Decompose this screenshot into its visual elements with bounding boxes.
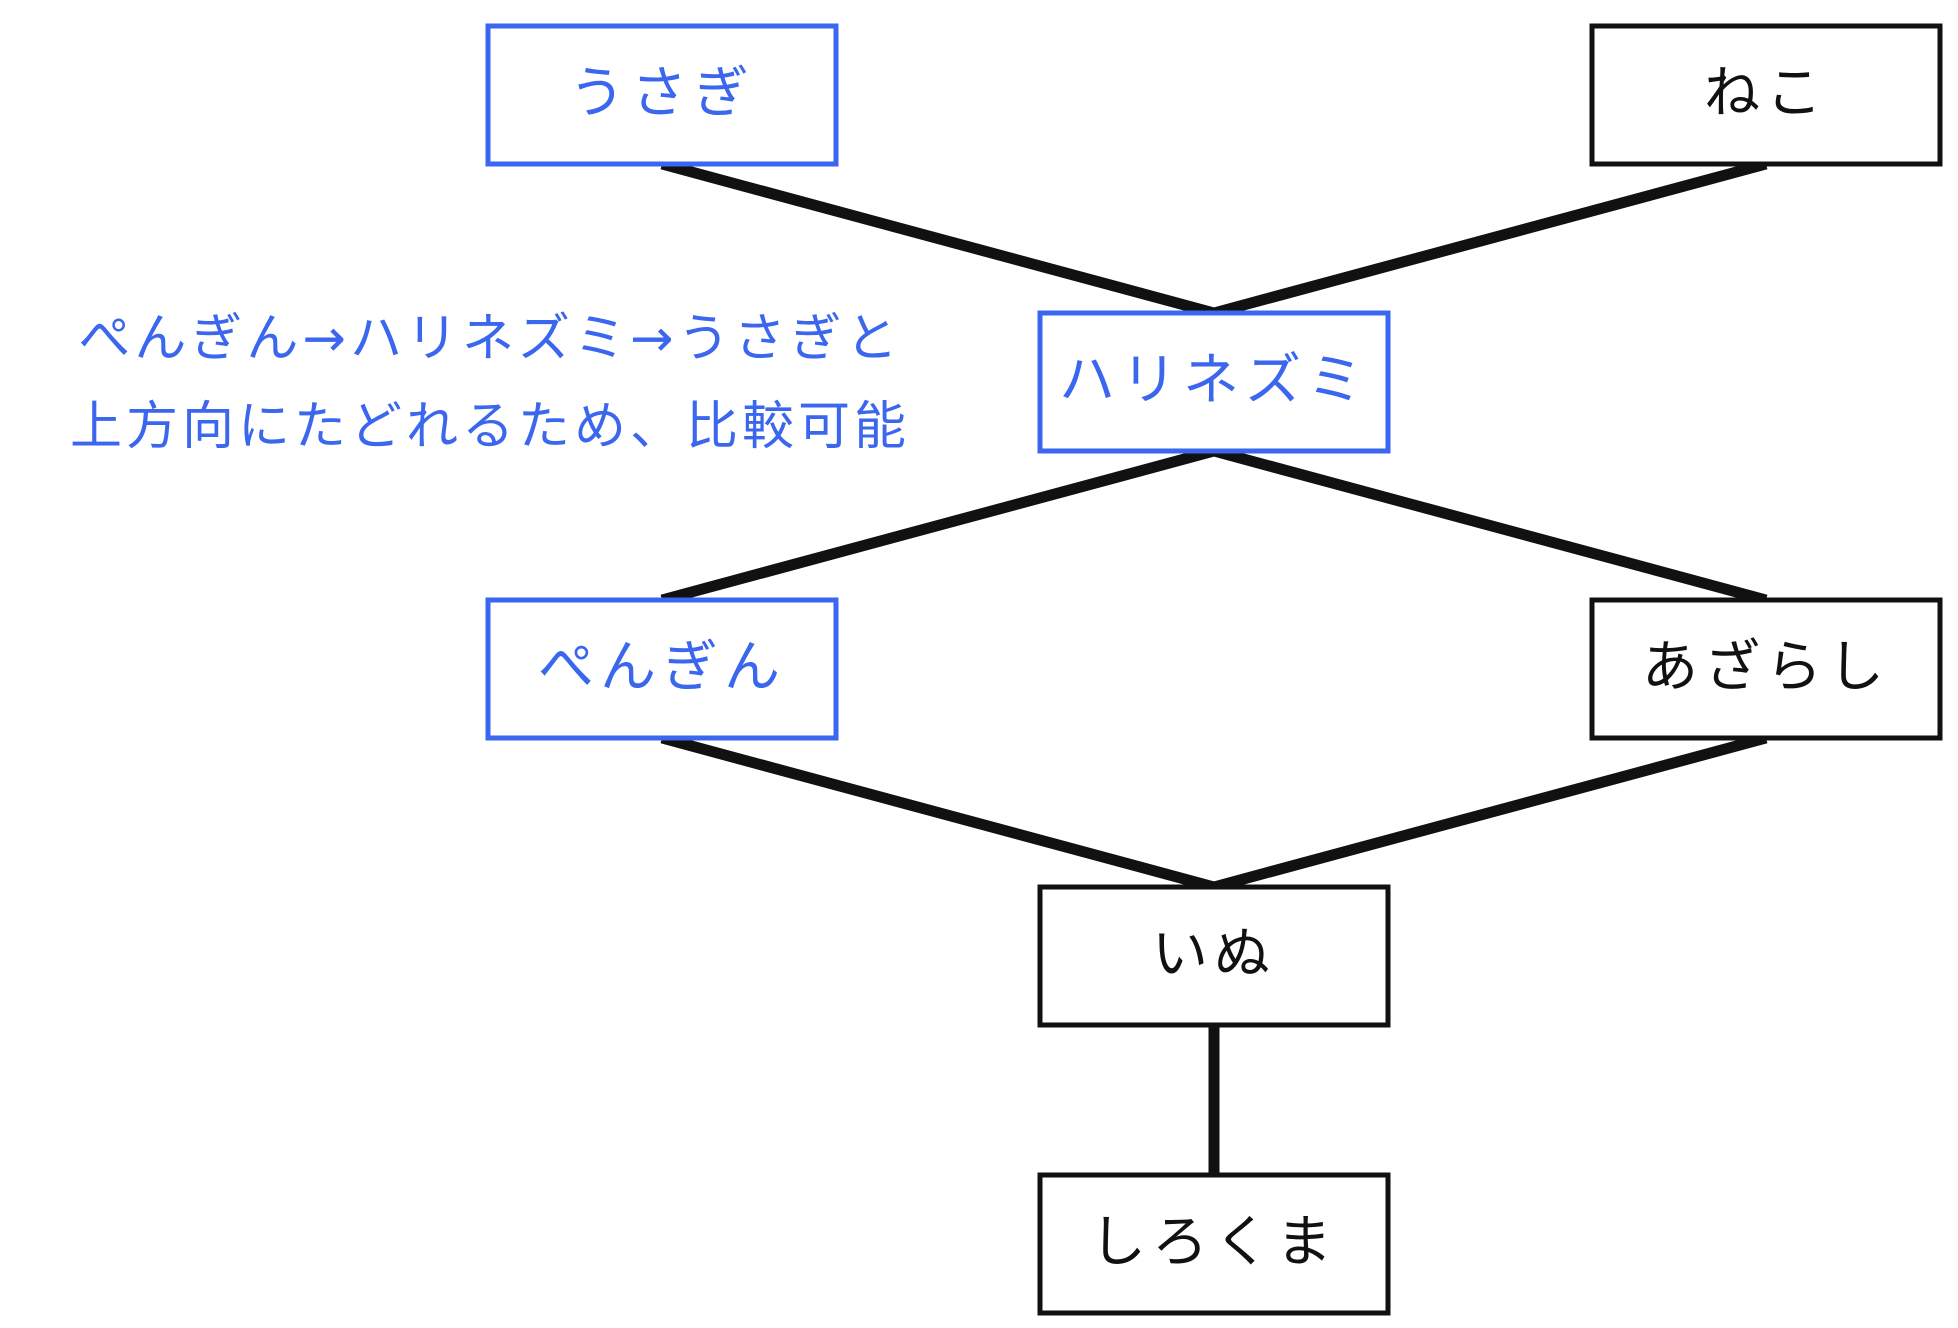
node-label: ねこ [1704,61,1828,126]
node-box [485,597,839,741]
node-label: しろくま [1090,1210,1338,1275]
node-label: ぺんぎん [538,635,786,700]
edge-penguin-dog [660,732,1216,893]
node-box [1037,310,1391,454]
node-label: うさぎ [569,61,755,126]
edges [660,158,1768,1175]
annotation-line-2: 上方向にたどれるため、比較可能 [70,397,910,457]
node-cat: ねこ [1589,23,1943,167]
edge-cat-hedgehog [1212,158,1768,319]
node-hedgehog: ハリネズミ [1037,310,1391,454]
node-label: ハリネズミ [1059,348,1369,413]
annotation-line-1: ぺんぎん→ハリネズミ→うさぎと [78,309,901,369]
edge-seal-dog [1212,732,1768,893]
node-box [1037,1172,1391,1316]
node-box [1589,23,1943,167]
annotation: ぺんぎん→ハリネズミ→うさぎと 上方向にたどれるため、比較可能 [70,309,910,457]
node-polarbear: しろくま [1037,1172,1391,1316]
edge-hedgehog-penguin [660,445,1216,606]
node-label: あざらし [1642,635,1890,700]
edge-hedgehog-seal [1212,445,1768,606]
node-dog: いぬ [1037,884,1391,1028]
nodes: うさぎ ねこ ハリネズミ ぺんぎん あざらし いぬ しろくま [485,23,1943,1316]
edge-rabbit-hedgehog [660,158,1216,319]
node-penguin: ぺんぎん [485,597,839,741]
node-seal: あざらし [1589,597,1943,741]
node-label: いぬ [1152,922,1276,987]
node-box [1589,597,1943,741]
node-box [1037,884,1391,1028]
node-rabbit: うさぎ [485,23,839,167]
node-box [485,23,839,167]
